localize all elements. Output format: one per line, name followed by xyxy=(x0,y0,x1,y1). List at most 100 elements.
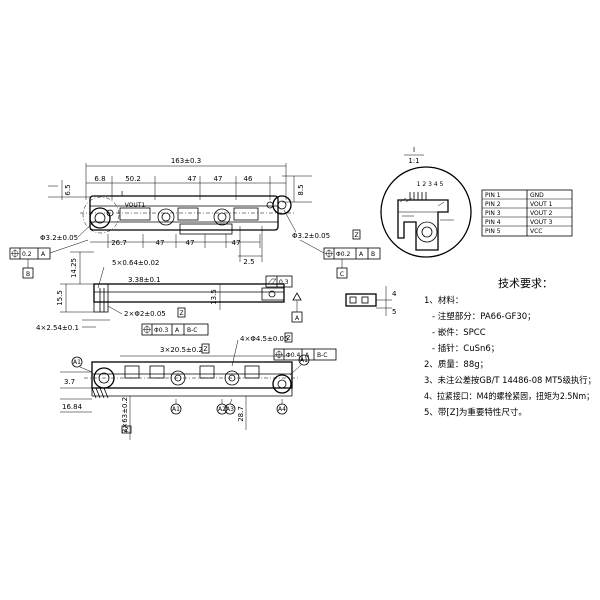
dim-14-25: 14.25 xyxy=(70,258,78,278)
gdt-left-ref: A xyxy=(41,251,46,258)
balloon-top-left: A1 xyxy=(71,356,93,373)
balloon-top-right: A1 xyxy=(289,354,310,376)
svg-text:C: C xyxy=(340,271,344,278)
svg-text:A3: A3 xyxy=(226,406,234,413)
gdt-frame-left: 0.2 A xyxy=(9,239,89,260)
svg-text:B-C: B-C xyxy=(187,327,197,334)
dim-5: 5 xyxy=(392,308,396,316)
gdt-right-ref-a: A xyxy=(359,251,364,258)
dim-47-b: 47 xyxy=(214,175,223,183)
dim-hole-4x: 4×Φ4.5±0.05 xyxy=(240,335,288,343)
svg-text:A: A xyxy=(305,352,310,359)
pin-table-signal-1: GND xyxy=(530,192,544,199)
section-label: I xyxy=(413,146,415,154)
svg-text:A: A xyxy=(175,327,180,334)
dim-6-8: 6.8 xyxy=(94,175,105,183)
pin-table-pin-3: PIN 3 xyxy=(485,210,501,217)
dim-16-84: 16.84 xyxy=(62,403,83,411)
pin-table-pin-1: PIN 1 xyxy=(485,192,501,199)
datum-c: C xyxy=(336,259,348,279)
z-mark-pin: Z xyxy=(179,310,183,317)
dim-pitch-4x: 4×2.54±0.1 xyxy=(36,324,79,332)
balloon-a3: A3 xyxy=(224,398,236,415)
tech-note-3: - 嵌件：SPCC xyxy=(432,327,486,338)
svg-text:A: A xyxy=(295,315,300,322)
z-mark-front: Z xyxy=(203,346,207,353)
gdt-frame-right: Φ0.2 A B xyxy=(299,239,381,260)
tech-note-5: 2、质量：88g； xyxy=(424,359,488,370)
tech-title: 技术要求： xyxy=(498,277,553,290)
gdt-right-tol: Φ0.2 xyxy=(336,251,350,258)
dim-4: 4 xyxy=(392,290,397,298)
pin-table-pin-5: PIN 5 xyxy=(485,228,501,235)
top-view: 163±0.3 6.8 50.2 47 47 46 6.5 8.5 xyxy=(9,157,381,279)
tech-note-1: 1、材料： xyxy=(424,295,463,306)
dim-13-5: 13.5 xyxy=(210,289,218,305)
balloon-a2: A2 xyxy=(216,399,228,415)
svg-text:A1: A1 xyxy=(172,406,180,413)
svg-text:A4: A4 xyxy=(278,406,286,413)
svg-text:B-C: B-C xyxy=(317,352,327,359)
svg-text:B: B xyxy=(26,271,30,278)
gdt-flatness: 0.3 xyxy=(265,275,293,288)
z-mark-right: Z xyxy=(354,232,358,239)
dim-overall-length: 163±0.3 xyxy=(171,157,201,165)
dim-3-38: 3.38±0.1 xyxy=(128,276,161,284)
pin-table-signal-4: VOUT 3 xyxy=(530,219,553,226)
pin-table-signal-3: VOUT 2 xyxy=(530,210,553,217)
pin-table-signal-5: VCC xyxy=(530,228,542,235)
balloon-a4: A4 xyxy=(276,399,288,415)
tech-note-6: 3、未注公差按GB/T 14486-08 MT5级执行； xyxy=(424,375,596,386)
dim-8-5: 8.5 xyxy=(297,184,305,195)
svg-text:0.3: 0.3 xyxy=(279,279,289,286)
gdt-right-ref-b: B xyxy=(371,251,375,258)
dim-47-d: 47 xyxy=(186,239,195,247)
section-scale: 1:1 xyxy=(408,157,419,165)
pin-table-signal-2: VOUT 1 xyxy=(530,201,553,208)
dim-pin-dia-2x: 2×Φ2±0.05 xyxy=(124,310,166,318)
dim-26-7: 26.7 xyxy=(111,239,127,247)
svg-text:A2: A2 xyxy=(218,406,226,413)
dim-47-c: 47 xyxy=(156,239,165,247)
gdt-left-tol: 0.2 xyxy=(22,251,32,258)
pin-table: PIN 1 GND PIN 2 VOUT 1 PIN 3 VOUT 2 PIN … xyxy=(481,189,573,237)
svg-text:A1: A1 xyxy=(73,359,81,366)
section-mark-left: I xyxy=(121,190,123,198)
dim-2-5: 2.5 xyxy=(243,258,254,266)
pin-table-pin-4: PIN 4 xyxy=(485,219,501,226)
dim-47-e: 47 xyxy=(232,239,241,247)
pin-detail: 4 5 xyxy=(345,286,397,316)
gdt-frame-hole: Φ0.4 A B-C xyxy=(273,348,337,361)
chip-label-1: VOUT1 xyxy=(125,202,146,209)
dim-3x20-5: 3×20.5±0.2 xyxy=(160,346,203,354)
tech-requirements: 技术要求： 1、材料： - 注塑部分：PA66-GF30； - 嵌件：SPCC … xyxy=(424,277,596,418)
z-mark-hole: Z xyxy=(286,335,290,342)
datum-a: A xyxy=(291,292,303,323)
svg-text:A1: A1 xyxy=(300,357,308,364)
section-detail: I 1:1 1 2 3 4 5 xyxy=(380,146,472,258)
front-view: 3×20.5±0.2 Z 4×Φ4.5±0.05 Z Φ0.4 A B-C xyxy=(60,332,337,440)
dim-pins-5x: 5×0.64±0.02 xyxy=(112,259,159,267)
balloon-a1: A1 xyxy=(170,399,182,415)
dim-50-2: 50.2 xyxy=(125,175,141,183)
tech-note-7: 4、拉紧接口：M4的螺栓紧固，扭矩为2.5Nm； xyxy=(424,391,594,402)
dim-47-a: 47 xyxy=(188,175,197,183)
datum-b: B xyxy=(22,259,34,279)
pin-table-pin-2: PIN 2 xyxy=(485,201,501,208)
side-view: 5×0.64±0.02 3.38±0.1 15.5 14.25 4×2.54±0… xyxy=(36,251,303,336)
z-mark-bottom: Z xyxy=(124,427,128,434)
gdt-frame-pin: Φ0.3 A B-C xyxy=(141,323,209,336)
svg-text:Φ0.3: Φ0.3 xyxy=(154,327,168,334)
svg-text:Φ0.4: Φ0.4 xyxy=(286,352,300,359)
hole-left-callout: Φ3.2±0.05 xyxy=(40,234,78,242)
dim-28-7: 28.7 xyxy=(237,406,245,422)
hole-right-callout: Φ3.2±0.05 xyxy=(292,232,330,240)
dim-3x63: 3×63±0.2 xyxy=(121,397,129,433)
dim-3-7: 3.7 xyxy=(64,378,75,386)
dim-15-5: 15.5 xyxy=(56,290,64,306)
dim-46: 46 xyxy=(244,175,253,183)
tech-note-4: - 插针：CuSn6； xyxy=(432,343,499,354)
tech-note-8: 5、带[Z]为重要特性尺寸。 xyxy=(424,407,527,418)
tech-note-2: - 注塑部分：PA66-GF30； xyxy=(432,311,536,322)
